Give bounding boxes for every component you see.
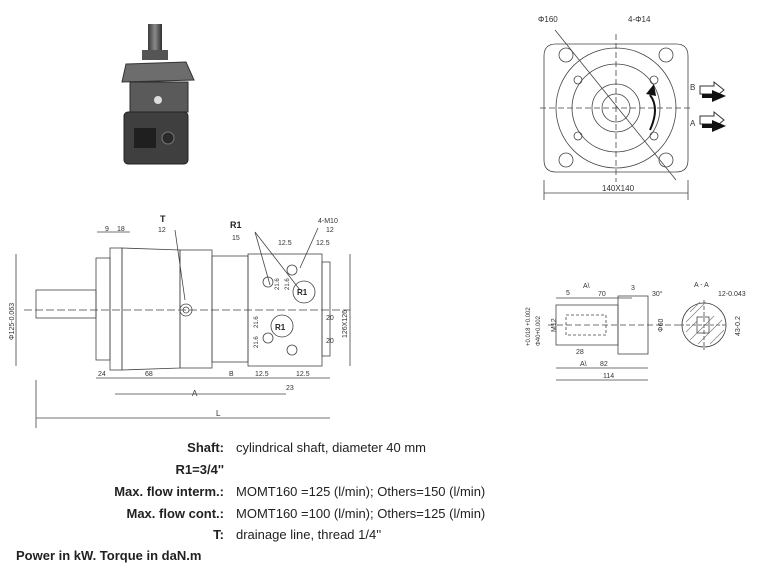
- label-23: 23: [286, 385, 294, 392]
- label-a1-top: A\: [583, 283, 590, 290]
- label-12-5b: 12.5: [316, 240, 330, 247]
- spec-row-max-flow-cont: Max. flow cont.: MOMT160 =100 (l/min); O…: [0, 506, 765, 526]
- label-section: A - A: [694, 282, 709, 289]
- label-r1-sub: 15: [232, 235, 240, 242]
- spec-value: drainage line, thread 1/4'': [236, 527, 382, 542]
- label-m10-sub: 12: [326, 227, 334, 234]
- units-note: Power in kW. Torque in daN.m: [16, 548, 202, 563]
- label-5: 5: [566, 290, 570, 297]
- shaft-hatching: [685, 301, 725, 345]
- label-20b: 20: [326, 338, 334, 345]
- label-3: 3: [631, 285, 635, 292]
- technical-drawing: Φ160 4-Φ14 B A 140X140 T 12 R1 15 4-M10 …: [9, 15, 746, 428]
- label-21-6c: 21.6: [254, 316, 260, 328]
- spec-label: Max. flow interm.:: [114, 484, 224, 499]
- label-m10: 4-M10: [318, 218, 338, 225]
- label-t: T: [160, 214, 166, 224]
- label-21-6a: 21.6: [275, 278, 281, 290]
- label-21-6b: 21.6: [285, 278, 291, 290]
- label-r1: R1: [230, 220, 242, 230]
- spec-label: R1=3/4'': [175, 462, 224, 477]
- label-port-b: B: [690, 83, 695, 92]
- shaft-detail-view: [548, 295, 728, 381]
- flange-front-view: [540, 29, 692, 200]
- spec-row-shaft: Shaft: cylindrical shaft, diameter 40 mm: [0, 440, 765, 460]
- label-holes: 4-Φ14: [628, 15, 651, 24]
- label-68: 68: [145, 371, 153, 378]
- spec-value: MOMT160 =125 (l/min); Others=150 (l/min): [236, 484, 486, 499]
- label-r1-port-top: R1: [297, 288, 308, 297]
- label-r1-port-bottom: R1: [275, 323, 286, 332]
- label-114: 114: [603, 373, 614, 380]
- motor-side-view: [15, 227, 351, 428]
- spec-row-t: T: drainage line, thread 1/4'': [0, 527, 765, 547]
- label-70: 70: [598, 291, 606, 298]
- label-12-5d: 12.5: [296, 371, 310, 378]
- label-t-sub: 12: [158, 227, 166, 234]
- label-l: L: [216, 409, 221, 418]
- spec-label: T:: [213, 527, 224, 542]
- spec-row-r1: R1=3/4'': [0, 462, 765, 482]
- label-12-5a: 12.5: [278, 240, 292, 247]
- spec-label: Shaft:: [187, 440, 224, 455]
- motor-photo: [121, 24, 195, 165]
- label-82: 82: [600, 361, 608, 368]
- label-30: 30°: [652, 290, 663, 298]
- label-12-5c: 12.5: [255, 371, 269, 378]
- label-21-6d: 21.6: [254, 336, 260, 348]
- label-tolerance: +0.018 +0.002: [526, 307, 532, 346]
- spec-value: cylindrical shaft, diameter 40 mm: [236, 440, 427, 455]
- label-9: 9: [105, 226, 109, 233]
- label-m12: M12: [551, 318, 558, 332]
- spec-row-max-flow-interm: Max. flow interm.: MOMT160 =125 (l/min);…: [0, 484, 765, 504]
- label-key: 12-0.043: [718, 291, 746, 298]
- label-a: A: [192, 389, 198, 398]
- label-43: 43-0.2: [735, 316, 742, 336]
- port-arrows: [699, 80, 726, 132]
- label-d125: Φ125-0.063: [9, 303, 16, 340]
- label-28: 28: [576, 349, 584, 356]
- label-126: 126X126: [342, 310, 349, 338]
- label-18: 18: [117, 226, 125, 233]
- label-24: 24: [98, 371, 106, 378]
- label-d160: Φ160: [538, 15, 558, 24]
- label-b: B: [229, 371, 234, 378]
- label-20a: 20: [326, 315, 334, 322]
- label-size-140: 140X140: [602, 184, 635, 193]
- spec-label: Max. flow cont.:: [126, 506, 225, 521]
- label-d60: Φ60: [658, 319, 665, 332]
- rotation-arrow-icon: [646, 84, 656, 96]
- spec-value: MOMT160 =100 (l/min); Others=125 (l/min): [236, 506, 486, 521]
- label-a1-bottom: A\: [580, 361, 587, 368]
- label-d40: Φ40+0.002: [536, 315, 542, 346]
- label-port-a: A: [690, 119, 696, 128]
